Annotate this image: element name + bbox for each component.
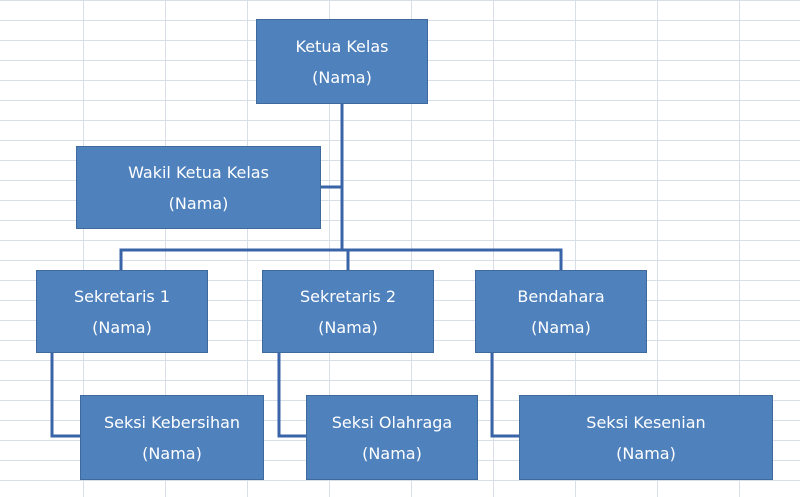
node-ketua-kelas[interactable]: Ketua Kelas (Nama) [256,19,428,104]
node-title: Bendahara [517,286,605,306]
connector-bendahara-kesenian [490,351,521,438]
connector-sekretaris2-olahraga [277,351,308,438]
node-bendahara[interactable]: Bendahara (Nama) [475,270,647,353]
node-title: Seksi Olahraga [331,412,453,432]
node-title: Wakil Ketua Kelas [128,162,269,182]
node-title: Ketua Kelas [295,36,389,56]
node-title: Sekretaris 1 [73,286,171,306]
node-name: (Nama) [362,443,422,463]
node-seksi-olahraga[interactable]: Seksi Olahraga (Nama) [306,395,478,480]
node-name: (Nama) [142,443,202,463]
node-name: (Nama) [531,317,591,337]
node-name: (Nama) [92,317,152,337]
node-name: (Nama) [168,193,229,213]
node-title: Seksi Kesenian [586,412,706,432]
node-name: (Nama) [312,67,372,87]
node-wakil-ketua-kelas[interactable]: Wakil Ketua Kelas (Nama) [76,146,321,229]
node-name: (Nama) [318,317,378,337]
connector-sekretaris1-kebersihan [50,351,82,438]
node-sekretaris-2[interactable]: Sekretaris 2 (Nama) [262,270,434,353]
node-title: Sekretaris 2 [299,286,397,306]
node-sekretaris-1[interactable]: Sekretaris 1 (Nama) [36,270,208,353]
node-seksi-kebersihan[interactable]: Seksi Kebersihan (Nama) [80,395,264,480]
node-name: (Nama) [616,443,676,463]
node-seksi-kesenian[interactable]: Seksi Kesenian (Nama) [519,395,773,480]
node-title: Seksi Kebersihan [103,412,241,432]
